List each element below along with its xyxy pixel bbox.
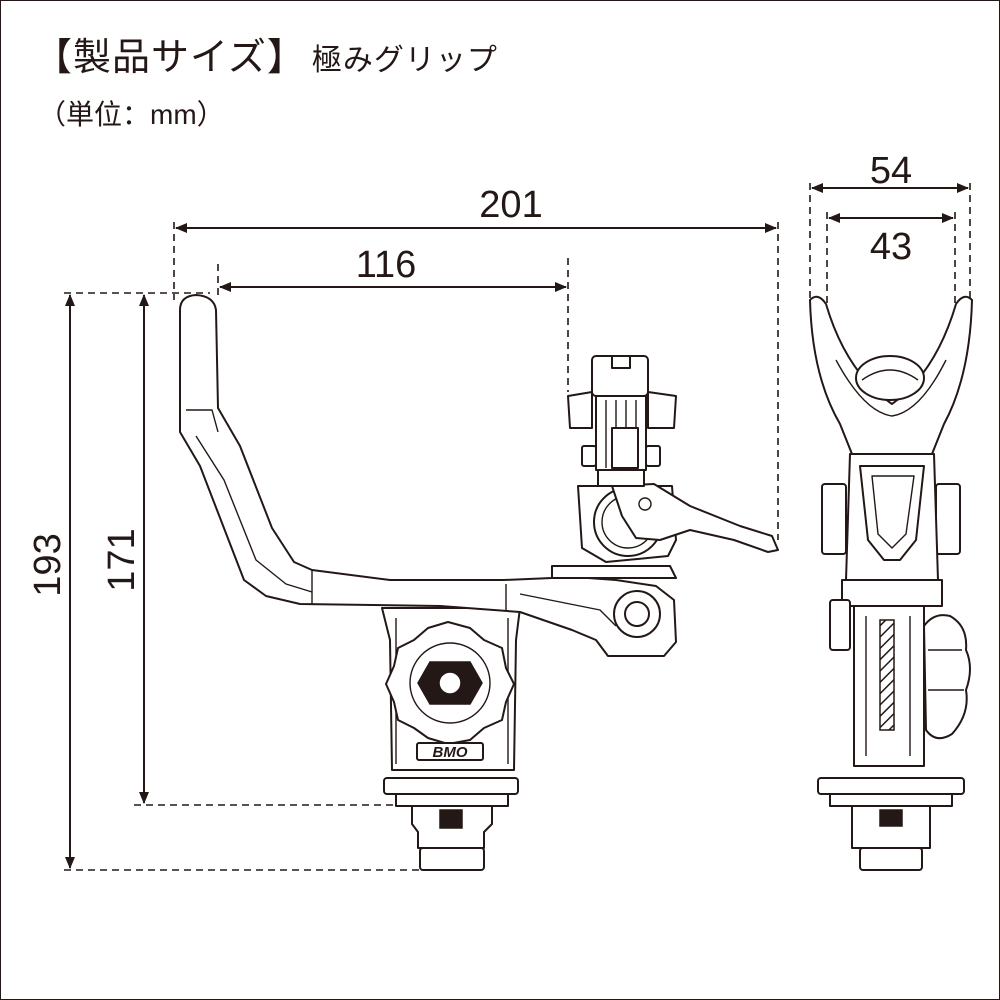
dim-label-fork-outer: 54 <box>870 150 912 192</box>
title-label: 【製品サイズ】 <box>34 37 306 79</box>
front-knob <box>923 614 971 740</box>
holder-plate <box>551 565 677 579</box>
side-view-drawing: BMO <box>179 294 779 871</box>
front-plate <box>841 579 943 607</box>
front-lever <box>859 465 925 561</box>
dim-label-inner-width: 116 <box>356 244 417 286</box>
logo-text: BMO <box>433 744 468 761</box>
dim-label-total-height: 193 <box>27 533 69 596</box>
front-spigot <box>851 805 931 849</box>
front-spigot-base <box>859 847 923 871</box>
side-knob-right <box>935 483 961 555</box>
clamp-tab <box>611 355 631 369</box>
clamp-wing-left <box>567 391 593 429</box>
dim-label-fork-inner: 43 <box>870 226 912 268</box>
front-flange-lower <box>829 793 953 807</box>
logo-plate <box>416 742 484 761</box>
product-name: 極みグリップ <box>311 44 498 77</box>
fork-roller <box>855 355 925 401</box>
flange-lower <box>395 793 509 807</box>
page-title: 【製品サイズ】極みグリップ <box>34 26 498 81</box>
unit-note: （単位：mm） <box>38 99 225 130</box>
rod-fork <box>809 295 973 455</box>
clamp-wing-right <box>647 391 677 429</box>
dim-label-inner-height: 171 <box>101 528 143 591</box>
flange <box>383 777 519 795</box>
side-knob-left <box>821 483 847 555</box>
clamp-slider <box>611 427 639 469</box>
front-view-drawing <box>809 295 973 871</box>
thread-rod <box>879 619 895 731</box>
spigot-base <box>419 847 485 871</box>
trigger-lever <box>611 483 779 553</box>
dim-label-total-width: 201 <box>479 184 542 226</box>
front-flange <box>817 777 965 795</box>
